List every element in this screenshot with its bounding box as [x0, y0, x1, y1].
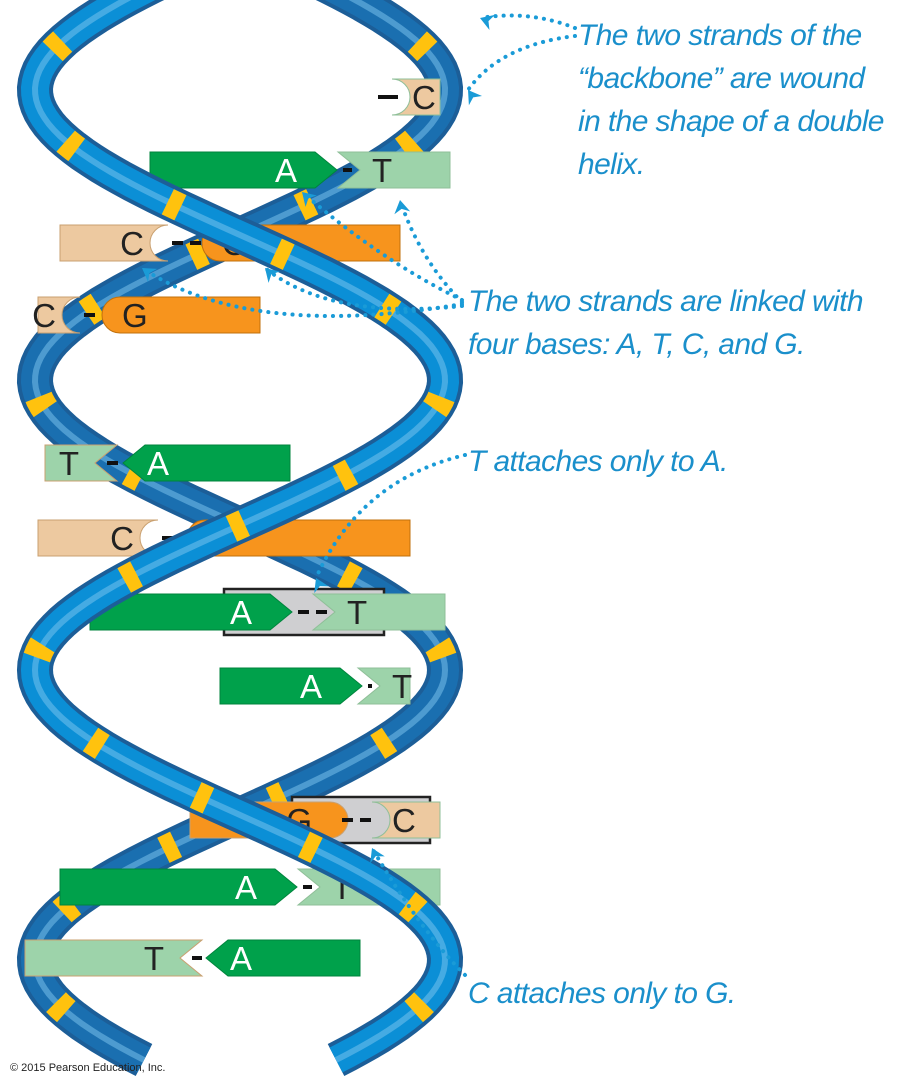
base-A-letter: A — [235, 869, 257, 906]
arrowhead-icon — [480, 14, 495, 30]
dotted-arrow — [140, 266, 464, 318]
copyright: © 2015 Pearson Education, Inc. — [10, 1062, 166, 1074]
base-C-shape — [371, 801, 441, 839]
base-A-shape — [149, 151, 338, 189]
base-G-shape — [101, 296, 261, 334]
base-G-letter: G — [122, 297, 148, 334]
label-bases: The two strands are linked with four bas… — [468, 280, 864, 366]
front-strand-highlight — [31, 0, 449, 1063]
base-A-shape — [219, 667, 363, 705]
label-line: The two strands are linked with — [468, 285, 864, 318]
dotted-arrow — [263, 266, 464, 311]
base-C-letter: C — [110, 520, 134, 557]
base-A-shape — [89, 593, 293, 631]
base-T-shape — [44, 444, 119, 482]
label-c-rule: C attaches only to G. — [468, 972, 736, 1015]
arrowhead-icon — [314, 578, 329, 594]
label-line: The two strands of the — [578, 19, 862, 52]
base-A-shape — [205, 939, 361, 977]
label-line: “backbone” are wound — [578, 62, 865, 95]
base-T-shape — [24, 939, 204, 977]
label-t-rule: T attaches only to A. — [468, 440, 728, 483]
base-T-letter: T — [59, 445, 79, 482]
dotted-arrow — [398, 198, 464, 304]
arrowhead-icon — [468, 90, 483, 106]
backbone-strand-front — [16, 0, 464, 1076]
label-backbone: The two strands of the “backbone” are wo… — [578, 14, 884, 186]
arrowhead-icon — [302, 192, 317, 207]
base-T-letter: T — [144, 940, 164, 977]
dotted-arrow — [466, 34, 577, 92]
base-C-letter: C — [120, 225, 144, 262]
base-C-shape — [391, 78, 441, 116]
base-T-shape — [356, 667, 411, 705]
base-A-letter: A — [147, 445, 169, 482]
base-T-letter: T — [392, 668, 412, 705]
base-C-shape — [37, 519, 159, 557]
base-A-letter: A — [275, 152, 297, 189]
arrowhead-icon — [265, 268, 280, 283]
arrowhead-icon — [370, 848, 385, 864]
label-line: in the shape of a double — [578, 105, 884, 138]
label-line: four bases: A, T, C, and G. — [468, 328, 805, 361]
base-A-letter: A — [300, 668, 322, 705]
base-C-shape — [59, 224, 169, 262]
base-A-letter: A — [230, 940, 252, 977]
label-line: T attaches only to A. — [468, 445, 728, 478]
base-A-shape — [122, 444, 291, 482]
base-C-letter: C — [32, 297, 56, 334]
base-A-shape — [59, 868, 298, 906]
annotation-arrows — [140, 13, 577, 977]
base-C-letter: C — [412, 79, 436, 116]
base-T-shape — [311, 593, 446, 631]
base-C-letter: C — [392, 802, 416, 839]
base-A-letter: A — [230, 594, 252, 631]
dotted-arrow — [478, 13, 577, 30]
dotted-arrow — [370, 846, 467, 977]
base-pair-x-C: C — [378, 78, 441, 116]
base-T-shape — [336, 151, 451, 189]
label-line: helix. — [578, 148, 645, 181]
arrowhead-icon — [394, 200, 411, 215]
base-T-letter: T — [347, 594, 367, 631]
dotted-arrow — [314, 453, 467, 580]
base-T-letter: T — [372, 152, 392, 189]
dotted-arrow — [300, 190, 464, 302]
arrowhead-icon — [142, 268, 158, 283]
label-line: C attaches only to G. — [468, 977, 736, 1010]
base-C-shape — [37, 296, 81, 334]
